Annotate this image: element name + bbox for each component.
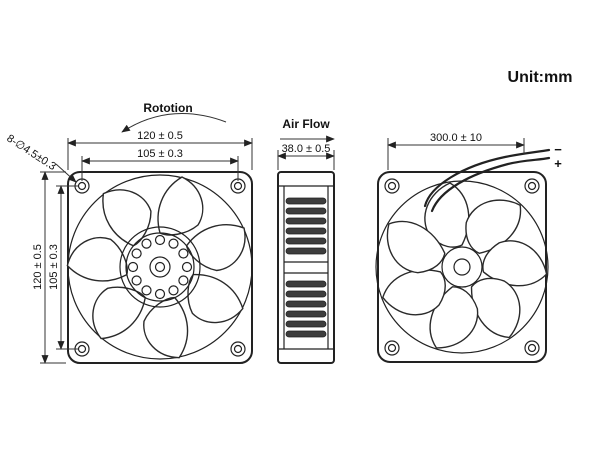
dim-mount-height: 105 ± 0.3 [48,244,60,290]
rotation-label: Rototion [143,101,192,115]
wire-minus-label: − [554,142,562,157]
rotation-arrow [121,113,227,133]
dim-mount-width: 105 ± 0.3 [137,148,183,160]
side-dimensions: Air Flow 38.0 ± 0.5 [277,117,335,170]
wire-plus-label: + [554,156,562,171]
front-view [62,171,258,368]
back-dimensions: 300.0 ± 10 − + [387,132,562,171]
side-blade-slats-bottom [285,280,327,338]
hub-scallop-ring [127,234,193,300]
back-view [372,148,553,363]
airflow-label: Air Flow [282,117,330,131]
dim-height: 120 ± 0.5 [32,244,44,290]
front-hub [119,226,201,308]
back-mount-holes [384,178,540,356]
lead-wires [423,148,551,213]
unit-label: Unit:mm [508,69,573,86]
rotation-annotation: Rototion [121,101,227,133]
dim-depth: 38.0 ± 0.5 [282,143,331,155]
mount-holes-leader [55,163,77,183]
dim-width: 120 ± 0.5 [137,130,183,142]
mount-holes-callout: 8-∅4.5±0.3 [4,132,57,173]
back-hub [441,246,483,288]
side-frame [277,171,335,364]
side-view [277,171,335,364]
side-blade-slats-top [285,197,327,255]
dim-wire-length: 300.0 ± 10 [430,132,482,144]
